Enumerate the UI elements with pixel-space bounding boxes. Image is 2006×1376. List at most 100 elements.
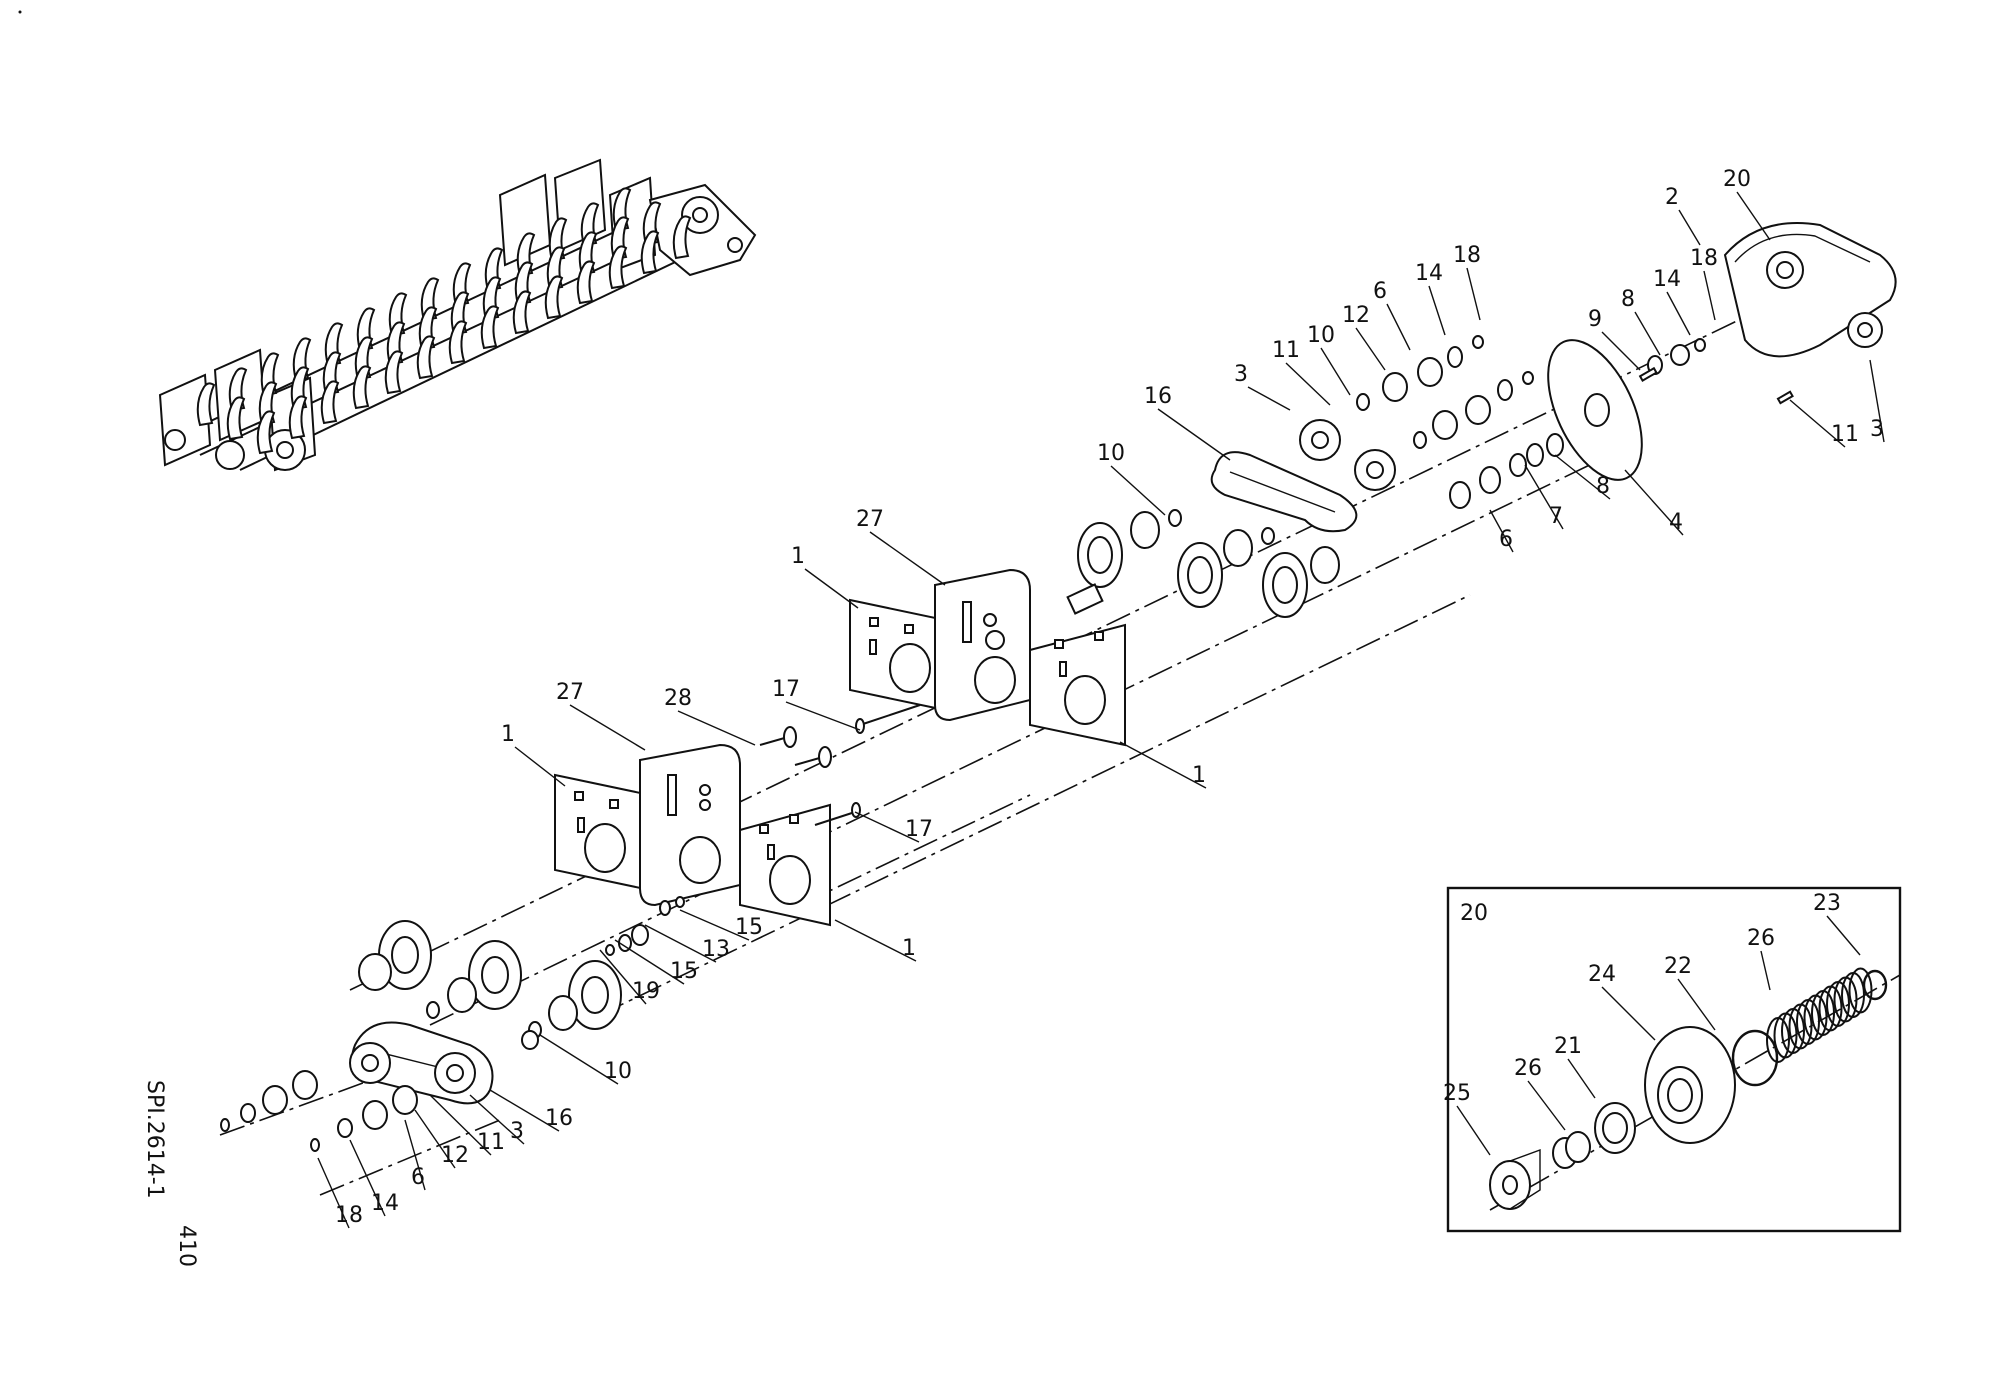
callout-leader <box>599 949 647 1005</box>
rotor-tine <box>320 380 340 425</box>
callout-leader <box>1554 454 1611 500</box>
callout-label-c11b: 11 <box>1831 422 1859 447</box>
rotor-tine <box>384 350 404 395</box>
callout-leader <box>1456 1105 1491 1156</box>
upper-bearings <box>1066 509 1340 618</box>
rotor-tine <box>226 396 246 441</box>
callout-label-c9: 9 <box>1588 307 1602 332</box>
callout-leader <box>1736 191 1771 241</box>
callout-leader <box>1703 270 1716 321</box>
rotor-tine <box>480 305 500 350</box>
page-number: 410 <box>174 1225 199 1267</box>
callout-leader <box>1285 362 1331 406</box>
callout-label-c26b: 26 <box>1747 926 1775 951</box>
callout-label-c1d: 1 <box>902 936 916 961</box>
callout-leader <box>1666 291 1691 336</box>
callout-label-c8b: 8 <box>1596 474 1610 499</box>
callout-label-c11a: 11 <box>1272 338 1300 363</box>
callout-label-c26a: 26 <box>1514 1056 1542 1081</box>
drawing-code: SPI.2614-1 <box>142 1080 167 1199</box>
callout-label-c14b: 14 <box>1653 267 1681 292</box>
callout-leader <box>469 1094 525 1145</box>
callout-label-c1b: 1 <box>1192 763 1206 788</box>
callout-label-c4: 4 <box>1669 510 1683 535</box>
callout-label-c10c: 10 <box>604 1059 632 1084</box>
callout-leader <box>1624 469 1684 536</box>
callout-leader <box>1601 986 1656 1041</box>
callout-leader <box>1247 386 1291 411</box>
inset-frame <box>1446 886 1902 1233</box>
callout-leader <box>404 1119 426 1191</box>
corner-mark <box>18 10 22 14</box>
callout-label-c21: 21 <box>1554 1034 1582 1059</box>
callout-leader <box>317 1157 350 1229</box>
callout-leader <box>854 811 920 843</box>
callout-label-c19: 19 <box>632 979 660 1004</box>
callout-leader <box>1826 915 1861 956</box>
rotor-tine <box>512 290 532 335</box>
upper-small-parts <box>1356 335 1564 509</box>
callout-label-c25: 25 <box>1443 1081 1471 1106</box>
callout-leader <box>679 909 750 941</box>
rotor-tine <box>352 365 372 410</box>
callout-label-c15b: 15 <box>670 959 698 984</box>
callout-leader <box>1678 209 1701 246</box>
callout-label-c6b: 6 <box>1499 527 1513 552</box>
callout-label-c7: 7 <box>1549 504 1563 529</box>
rotor-tine <box>672 215 692 260</box>
callout-leader <box>1110 465 1166 516</box>
callout-label-c1c: 1 <box>501 722 515 747</box>
callout-label-c22: 22 <box>1664 954 1692 979</box>
callout-leader <box>1527 1080 1566 1131</box>
callout-leader <box>614 939 685 985</box>
callout-leader <box>1677 978 1716 1031</box>
upper-chain-drive <box>1210 419 1396 533</box>
callout-label-c1a: 1 <box>791 544 805 569</box>
callout-label-c16b: 16 <box>545 1106 573 1131</box>
callout-leader <box>1466 267 1481 321</box>
callout-leader <box>1760 950 1771 991</box>
callout-label-c24: 24 <box>1588 962 1616 987</box>
inset-spring <box>1766 967 1873 1063</box>
callout-label-c3c: 3 <box>510 1119 524 1144</box>
disc-and-right-drive <box>1547 222 1897 481</box>
lower-plate-group <box>554 743 831 927</box>
callout-leader <box>1567 1058 1596 1099</box>
callout-leader <box>804 568 859 609</box>
callout-label-c20: 20 <box>1723 167 1751 192</box>
callout-label-c17a: 17 <box>772 677 800 702</box>
lower-left-assembly <box>220 896 685 1152</box>
callout-leader <box>539 1034 619 1085</box>
drawing-code-block: 410 SPI.2614-1 <box>142 1080 199 1267</box>
rotor-tine <box>448 320 468 365</box>
callout-label-c16a: 16 <box>1144 384 1172 409</box>
callout-label-c6a: 6 <box>1373 279 1387 304</box>
callout-label-c11c: 11 <box>477 1130 505 1155</box>
callout-label-c10b: 10 <box>1097 441 1125 466</box>
callout-leader <box>1355 327 1386 371</box>
rotor-tine <box>576 260 596 305</box>
callout-label-c10a: 10 <box>1307 323 1335 348</box>
callout-leader <box>834 919 917 962</box>
callout-leader <box>514 746 566 787</box>
callout-label-c12b: 12 <box>441 1143 469 1168</box>
callout-label-c3a: 3 <box>1234 362 1248 387</box>
callout-leader <box>1789 399 1846 448</box>
inset-detail-20: 20 <box>1446 886 1902 1233</box>
rotor-tine <box>640 230 660 275</box>
inset-title: 20 <box>1460 901 1488 926</box>
callout-leader <box>1386 303 1411 351</box>
callout-label-c14c: 14 <box>371 1191 399 1216</box>
callout-label-c13: 13 <box>702 937 730 962</box>
callout-leader <box>1489 509 1514 553</box>
callout-leader <box>1634 311 1661 356</box>
callout-leader <box>489 1089 560 1132</box>
upper-plate-group <box>849 568 1126 747</box>
callout-leader <box>414 1109 456 1169</box>
callout-label-c14a: 14 <box>1415 261 1443 286</box>
callout-label-c8a: 8 <box>1621 287 1635 312</box>
callout-leader <box>1119 741 1207 789</box>
callout-label-c18c: 18 <box>335 1203 363 1228</box>
callout-label-c27a: 27 <box>856 507 884 532</box>
